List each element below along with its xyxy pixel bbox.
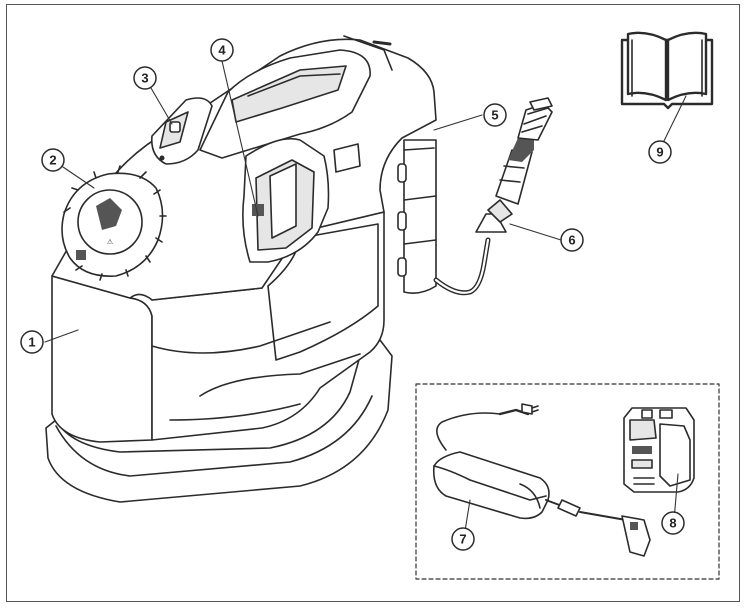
callout-9-label: 9 bbox=[656, 145, 663, 160]
callout-3-label: 3 bbox=[141, 71, 148, 86]
callout-4-label: 4 bbox=[218, 43, 226, 58]
callout-9: 9 bbox=[648, 140, 672, 164]
callout-6-label: 6 bbox=[568, 233, 575, 248]
side-panel-recess bbox=[267, 223, 379, 361]
callout-7-label: 7 bbox=[459, 532, 466, 547]
fill-cap: ⚠ bbox=[61, 165, 167, 281]
callout-3: 3 bbox=[133, 66, 157, 90]
callout-markers: 1 2 3 4 5 6 7 8 bbox=[20, 38, 685, 551]
callout-1-label: 1 bbox=[28, 335, 35, 350]
battery-pack bbox=[623, 407, 695, 493]
callout-8: 8 bbox=[661, 511, 685, 535]
tank-front-face bbox=[51, 275, 153, 443]
leader-lines bbox=[44, 60, 687, 532]
callout-4: 4 bbox=[210, 38, 234, 62]
callout-2-label: 2 bbox=[49, 153, 56, 168]
callout-2: 2 bbox=[41, 148, 65, 172]
callout-6: 6 bbox=[560, 228, 584, 252]
callout-8-label: 8 bbox=[669, 516, 676, 531]
callout-7: 7 bbox=[451, 527, 475, 551]
side-storage-panel bbox=[403, 139, 437, 294]
charger-plug bbox=[621, 515, 651, 557]
callout-5: 5 bbox=[483, 103, 507, 127]
callout-1: 1 bbox=[20, 330, 44, 354]
svg-text:⚠: ⚠ bbox=[107, 238, 114, 246]
spray-hose bbox=[433, 97, 553, 296]
base-tray bbox=[45, 339, 393, 503]
open-book-icon bbox=[620, 31, 714, 110]
accessory-dashed-box bbox=[415, 383, 720, 580]
battery-charger bbox=[432, 403, 651, 557]
callout-5-label: 5 bbox=[491, 108, 498, 123]
power-switch bbox=[150, 97, 213, 165]
